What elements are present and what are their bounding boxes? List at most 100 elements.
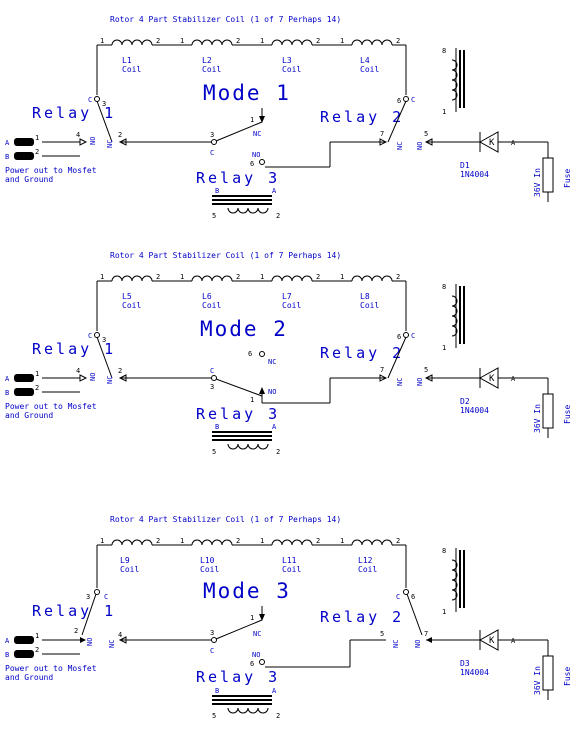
- svg-text:1: 1: [250, 614, 254, 622]
- fuse: [542, 157, 554, 193]
- svg-text:6: 6: [248, 350, 252, 358]
- svg-text:2: 2: [35, 646, 39, 654]
- svg-text:NC: NC: [392, 640, 400, 648]
- connector-b[interactable]: [14, 650, 34, 658]
- svg-text:6: 6: [411, 593, 415, 601]
- panel-mode-2: Rotor 4 Part Stabilizer Coil (1 of 7 Per…: [5, 251, 572, 456]
- panel-title: Rotor 4 Part Stabilizer Coil (1 of 7 Per…: [110, 15, 341, 24]
- diode: K A: [478, 367, 548, 389]
- coil-ref: L4: [360, 56, 370, 65]
- connector-a[interactable]: [14, 138, 34, 146]
- svg-text:A: A: [5, 375, 10, 383]
- svg-text:B: B: [5, 153, 9, 161]
- svg-text:C: C: [104, 593, 108, 601]
- coil-name: Coil: [282, 565, 301, 574]
- svg-text:1: 1: [250, 396, 254, 404]
- svg-text:3: 3: [102, 100, 106, 108]
- svg-text:B: B: [5, 651, 9, 659]
- mode-label: Mode 3: [203, 579, 291, 603]
- svg-text:1: 1: [260, 273, 264, 281]
- svg-text:1: 1: [100, 537, 104, 545]
- svg-text:1: 1: [35, 370, 39, 378]
- svg-text:NC: NC: [106, 376, 114, 384]
- connector-b[interactable]: [14, 388, 34, 396]
- svg-text:2: 2: [316, 537, 320, 545]
- coil-name: Coil: [358, 565, 377, 574]
- connector-a[interactable]: [14, 636, 34, 644]
- diode-ref: D1: [460, 161, 470, 170]
- svg-text:5: 5: [212, 712, 216, 720]
- svg-text:C: C: [88, 332, 92, 340]
- relay2-label: Relay 2: [320, 608, 404, 626]
- relay3-coil: B A 5 2: [212, 187, 280, 220]
- svg-text:B: B: [215, 423, 219, 431]
- svg-text:6: 6: [397, 333, 401, 341]
- diode-part: 1N4004: [460, 668, 489, 677]
- panel-mode-1: Rotor 4 Part Stabilizer Coil (1 of 7 Per…: [5, 15, 572, 220]
- svg-text:5: 5: [380, 630, 384, 638]
- svg-text:2: 2: [74, 627, 78, 635]
- svg-text:2: 2: [35, 384, 39, 392]
- svg-text:3: 3: [210, 629, 214, 637]
- svg-text:C: C: [411, 332, 415, 340]
- svg-text:A: A: [272, 187, 277, 195]
- input-label: 36V In: [533, 666, 542, 695]
- svg-text:2: 2: [236, 37, 240, 45]
- svg-text:NC: NC: [253, 630, 261, 638]
- svg-text:1: 1: [340, 37, 344, 45]
- svg-text:1: 1: [35, 134, 39, 142]
- fuse-label: Fuse: [563, 405, 572, 424]
- coil-name: Coil: [282, 65, 301, 74]
- fuse-label: Fuse: [563, 169, 572, 188]
- coil-l1: [111, 39, 153, 46]
- svg-text:1: 1: [100, 37, 104, 45]
- svg-text:5: 5: [424, 130, 428, 138]
- svg-text:C: C: [210, 647, 214, 655]
- svg-text:2: 2: [156, 37, 160, 45]
- diode-ref: D3: [460, 659, 470, 668]
- svg-text:NO: NO: [416, 142, 424, 150]
- coil-name: Coil: [122, 301, 141, 310]
- svg-text:C: C: [210, 149, 214, 157]
- coil-name: Coil: [360, 65, 379, 74]
- svg-text:2: 2: [396, 273, 400, 281]
- coil-ref: L10: [200, 556, 215, 565]
- svg-text:NC: NC: [106, 140, 114, 148]
- connector-b[interactable]: [14, 152, 34, 160]
- relay1-label: Relay 1: [32, 340, 116, 358]
- input-label: 36V In: [533, 168, 542, 197]
- svg-text:NC: NC: [253, 130, 261, 138]
- coil-ref: L6: [202, 292, 212, 301]
- svg-text:7: 7: [424, 630, 428, 638]
- fuse: [542, 393, 554, 429]
- svg-text:1: 1: [442, 344, 446, 352]
- svg-text:3: 3: [86, 593, 90, 601]
- diode-part: 1N4004: [460, 170, 489, 179]
- svg-text:8: 8: [442, 547, 446, 555]
- connector-a[interactable]: [14, 374, 34, 382]
- svg-text:2: 2: [396, 37, 400, 45]
- svg-text:2: 2: [156, 273, 160, 281]
- coil-l8: [351, 275, 393, 282]
- svg-text:NO: NO: [86, 638, 94, 646]
- svg-text:NC: NC: [396, 142, 404, 150]
- coil-name: Coil: [200, 565, 219, 574]
- svg-text:8: 8: [442, 283, 446, 291]
- relay3-coil: B A 5 2: [212, 423, 280, 456]
- svg-text:1: 1: [260, 537, 264, 545]
- coil-name: Coil: [282, 301, 301, 310]
- svg-text:1: 1: [180, 37, 184, 45]
- svg-text:2: 2: [316, 273, 320, 281]
- coil-ref: L2: [202, 56, 212, 65]
- coil-ref: L11: [282, 556, 297, 565]
- coil-name: Coil: [120, 565, 139, 574]
- svg-text:A: A: [272, 423, 277, 431]
- panel-title: Rotor 4 Part Stabilizer Coil (1 of 7 Per…: [110, 515, 341, 524]
- svg-text:NO: NO: [89, 137, 97, 145]
- svg-text:1: 1: [250, 116, 254, 124]
- svg-text:2: 2: [276, 448, 280, 456]
- diode-ref: D2: [460, 397, 470, 406]
- svg-text:NO: NO: [416, 378, 424, 386]
- svg-text:6: 6: [250, 660, 254, 668]
